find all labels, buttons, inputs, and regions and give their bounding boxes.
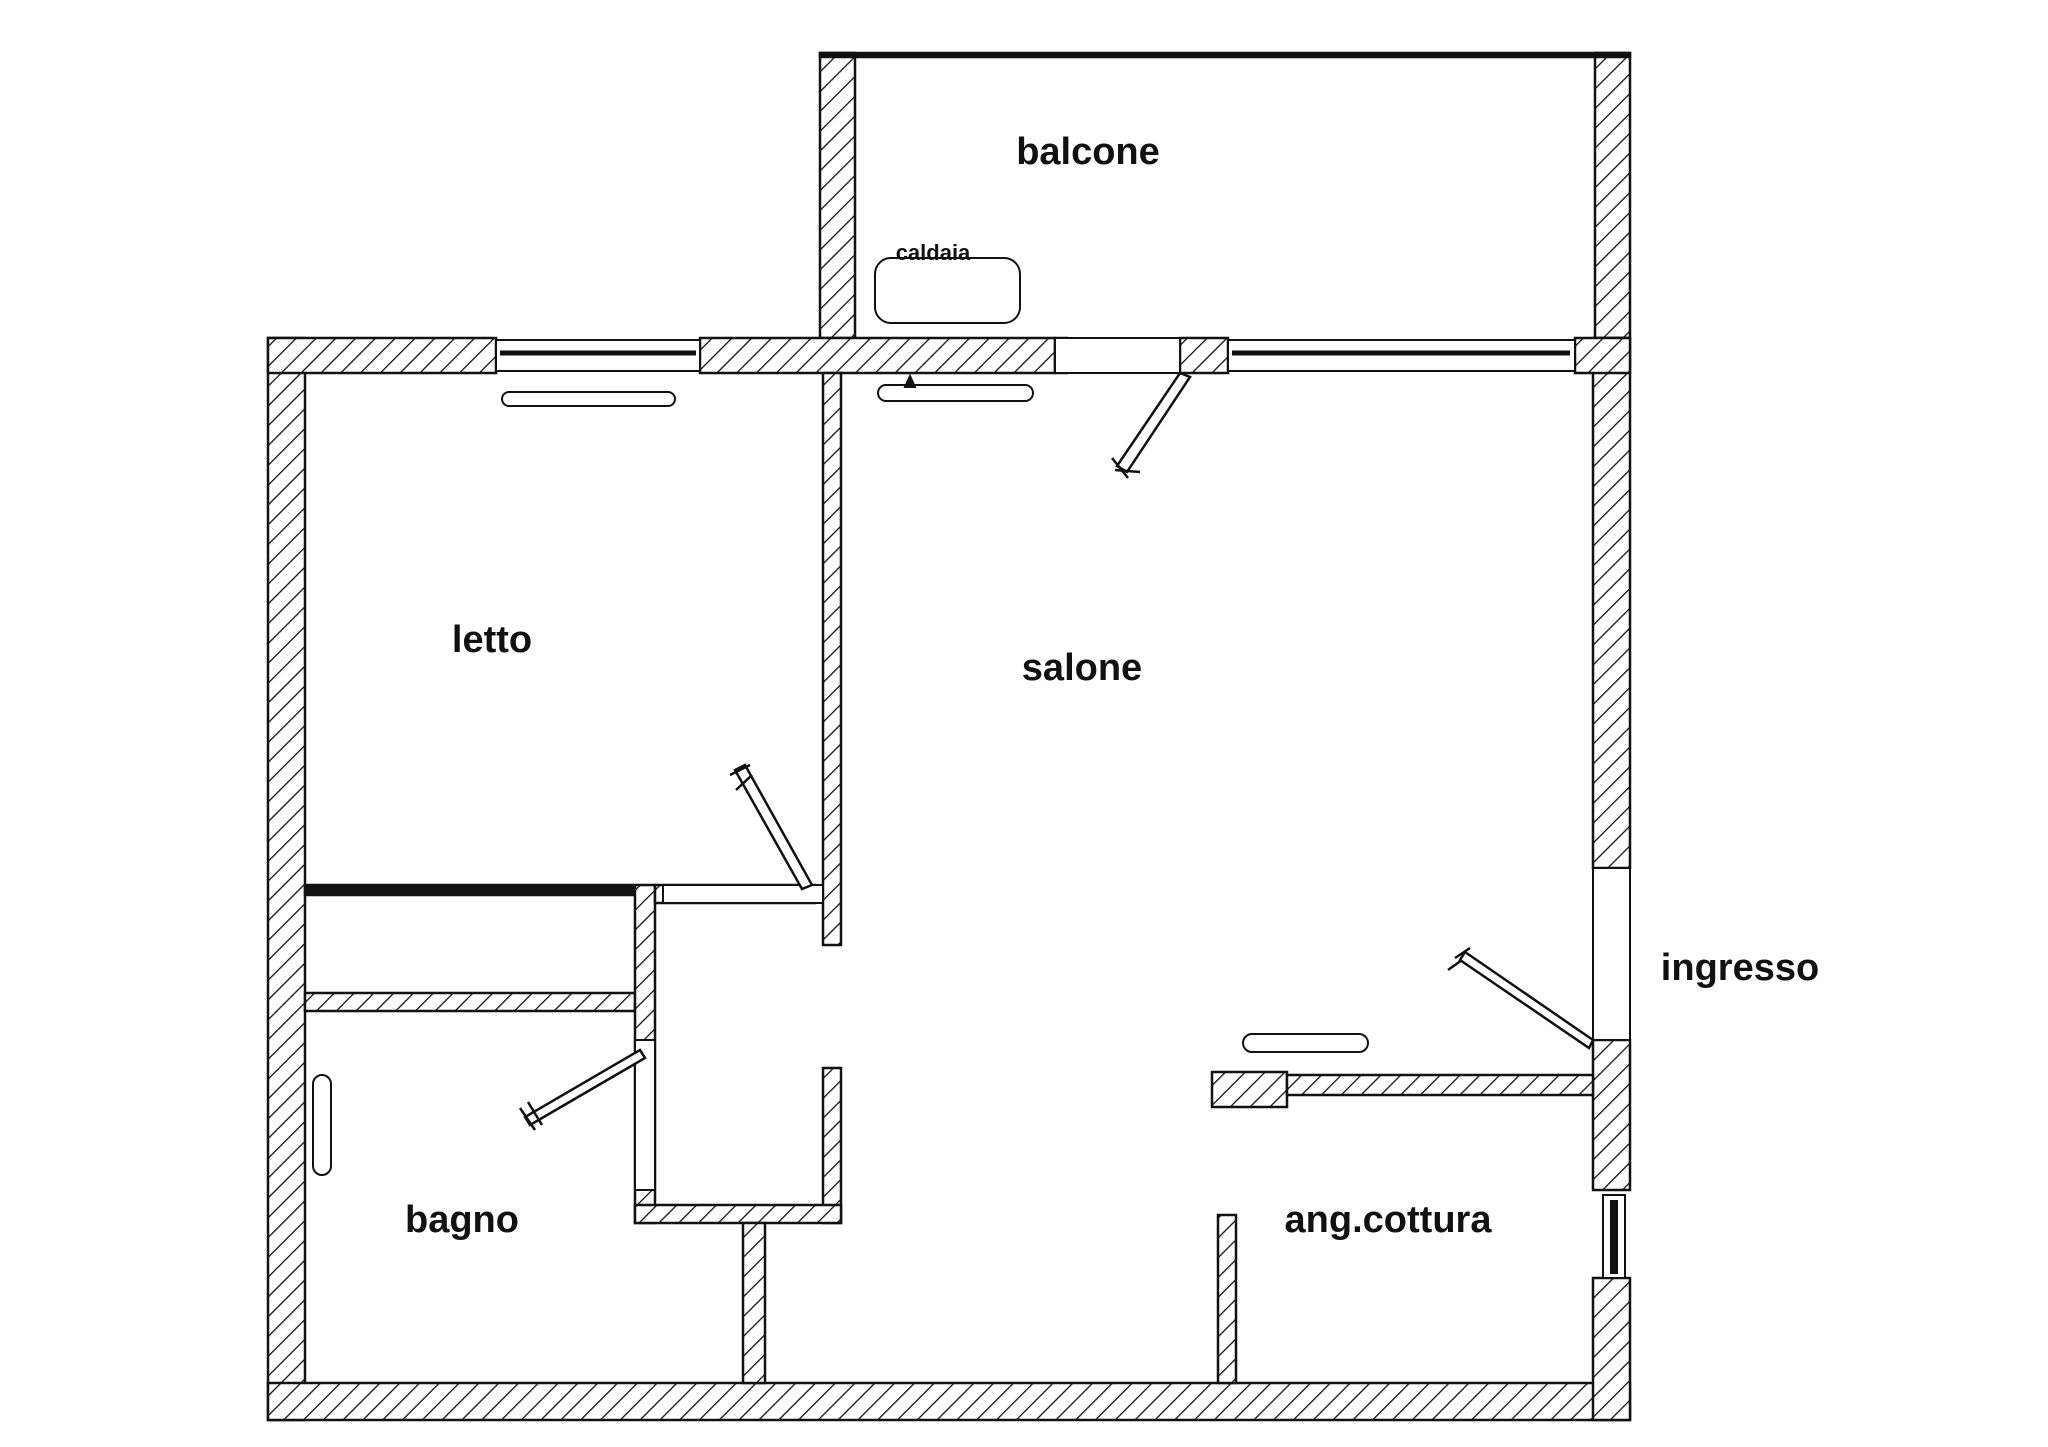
- outer-right-wall-upper: [1591, 336, 1632, 870]
- bagno-top-wall: [303, 991, 637, 1013]
- entrance-door-leaf: [1458, 950, 1595, 1050]
- balcony-door-leaf: [1115, 371, 1192, 474]
- room-label-bagno: bagno: [405, 1199, 519, 1241]
- letto-salone-wall: [821, 371, 843, 947]
- top-wall-seg-5: [1573, 336, 1632, 375]
- radiator-salone: [877, 384, 1034, 402]
- balcony-top-wall: [818, 51, 1632, 59]
- room-label-ang-cottura: ang.cottura: [1285, 1199, 1493, 1241]
- boiler: [874, 257, 1021, 324]
- kitchen-left-wall: [1216, 1213, 1238, 1385]
- hall-right-wall: [821, 1066, 843, 1225]
- top-wall-seg-2: [698, 336, 1057, 375]
- balcony-left-wall: [818, 51, 857, 340]
- radiator-salone-lower: [1242, 1033, 1369, 1053]
- entrance-label: ingresso: [1661, 947, 1819, 989]
- windows: [495, 339, 1626, 1279]
- balcony-right-wall: [1593, 51, 1632, 340]
- outer-left-wall: [266, 336, 307, 1422]
- room-label-letto: letto: [452, 619, 532, 661]
- bagno-right-wall: [741, 1221, 767, 1385]
- radiator-letto: [501, 391, 676, 407]
- walls: [266, 51, 1632, 1422]
- outer-right-wall-mid: [1591, 1038, 1632, 1192]
- boiler-label: caldaia: [896, 240, 971, 265]
- boiler-marker-icon: [903, 373, 917, 388]
- room-label-salone: salone: [1022, 647, 1142, 689]
- door-leaves: [518, 371, 1595, 1131]
- labels: balcone caldaia letto salone ingresso ba…: [405, 131, 1819, 1241]
- kitchen-top-wall-block: [1210, 1070, 1289, 1109]
- top-wall-seg-4: [1178, 336, 1230, 375]
- letto-door-frame: [662, 884, 824, 904]
- top-wall-seg-1: [266, 336, 498, 375]
- balcony-door-frame: [1054, 337, 1181, 374]
- outer-bottom-wall: [266, 1381, 1632, 1422]
- outer-right-wall-lower: [1591, 1276, 1632, 1422]
- letto-door-leaf: [733, 763, 814, 891]
- letto-bottom-wall: [303, 883, 635, 897]
- door-frames: [634, 337, 1631, 1191]
- hall-bottom-wall: [633, 1203, 843, 1225]
- radiator-bagno: [312, 1074, 332, 1176]
- entrance-door-frame: [1592, 867, 1631, 1041]
- fixtures: [312, 257, 1369, 1176]
- bagno-door-leaf: [523, 1048, 647, 1127]
- room-label-balcone: balcone: [1016, 131, 1160, 173]
- kitchen-top-wall: [1285, 1073, 1595, 1097]
- bagno-door-frame: [634, 1039, 656, 1191]
